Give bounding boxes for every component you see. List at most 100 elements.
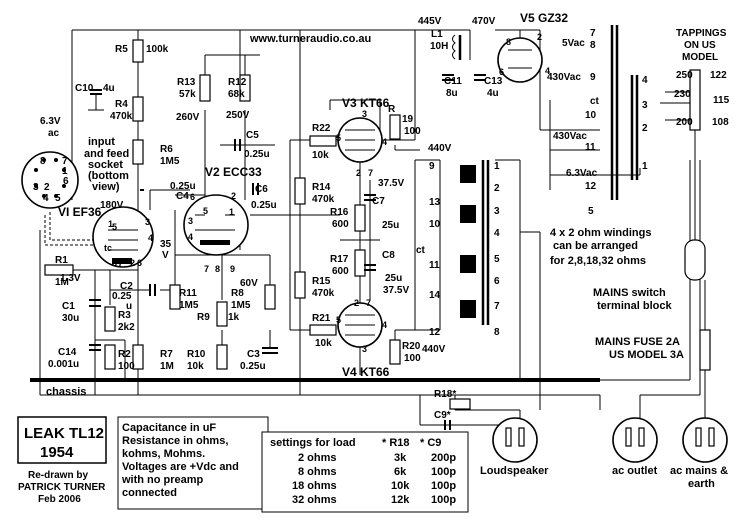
v4-pin-3: 3 bbox=[362, 344, 367, 354]
r17-value: 600 bbox=[332, 266, 349, 277]
r21-value: 10k bbox=[315, 338, 332, 349]
chassis-label: chassis bbox=[46, 386, 86, 398]
r11-value: 1M5 bbox=[179, 300, 199, 311]
c3-label: C3 bbox=[247, 349, 260, 360]
load-table-col-c: * C9 bbox=[420, 437, 441, 449]
r13-value: 57k bbox=[179, 89, 196, 100]
capacitor-c13 bbox=[474, 74, 486, 81]
credits-line-3: Feb 2006 bbox=[38, 494, 81, 505]
v2-pin-1: 1 bbox=[229, 207, 234, 217]
voltage-430vac-b: 430Vac bbox=[553, 131, 587, 142]
v5-label: V5 GZ32 bbox=[520, 11, 568, 25]
v2-pin-4: 4 bbox=[188, 232, 193, 242]
notes-box bbox=[117, 416, 269, 510]
v1-pin-5: 5 bbox=[112, 222, 117, 232]
resistor-r13 bbox=[199, 74, 211, 102]
c4-label: C4 bbox=[176, 191, 189, 202]
ot-secondary-6: 6 bbox=[494, 276, 500, 287]
v2-pin-8: 8 bbox=[215, 264, 220, 274]
pt-pin-2: 2 bbox=[642, 123, 648, 134]
load-row-1-c: 200p bbox=[431, 452, 456, 464]
v1-pin-3: 3 bbox=[145, 217, 150, 227]
v3-pin-3: 3 bbox=[362, 109, 367, 119]
notes-line-5: with no preamp bbox=[121, 474, 204, 486]
c14-label: C14 bbox=[58, 347, 77, 358]
pt-us-tap-122: 122 bbox=[710, 70, 727, 81]
r6-label: R6 bbox=[160, 144, 173, 155]
load-row-3-r: 10k bbox=[391, 480, 410, 492]
voltage-37p5-top: 37.5V bbox=[378, 178, 404, 189]
resistors bbox=[44, 39, 471, 410]
v2-pin-3: 3 bbox=[188, 216, 193, 226]
voltage-37p5-bottom: 37.5V bbox=[383, 285, 409, 296]
ot-primary-9: 9 bbox=[429, 161, 435, 172]
mains-switch bbox=[684, 239, 706, 281]
c11-label: C11 bbox=[444, 76, 462, 87]
voltage-180: 180V bbox=[100, 200, 124, 211]
resistor-r11 bbox=[169, 284, 181, 310]
mains-switch-label-2: terminal block bbox=[597, 300, 672, 312]
socket-pin-5: 5 bbox=[55, 193, 61, 204]
v1-pin-8: 8 bbox=[112, 258, 117, 268]
r21-label: R21 bbox=[312, 313, 331, 324]
mains-fuse-label-1: MAINS FUSE 2A bbox=[595, 336, 680, 348]
r5-label: R5 bbox=[115, 44, 128, 55]
voltage-5vac: 5Vac bbox=[562, 38, 585, 49]
v1-pin-7: 7 bbox=[118, 258, 123, 268]
socket-note-5: view) bbox=[92, 181, 120, 193]
v5-pin-8: 8 bbox=[506, 37, 511, 47]
tube-v2 bbox=[183, 194, 249, 256]
r7-label: R7 bbox=[160, 349, 173, 360]
tube-v5 bbox=[497, 37, 543, 83]
mains-switch-label-1: MAINS switch bbox=[593, 287, 666, 299]
pt-pin-3: 3 bbox=[642, 100, 648, 111]
r10-value: 10k bbox=[187, 361, 204, 372]
r3-value: 2k2 bbox=[118, 322, 135, 333]
ot-primary-10: 10 bbox=[429, 219, 441, 230]
pt-pin-12: 12 bbox=[585, 181, 597, 192]
c8-value: 25u bbox=[385, 273, 402, 284]
c2-label: C2 bbox=[120, 281, 133, 292]
load-row-1-r: 3k bbox=[394, 452, 407, 464]
r16-label: R16 bbox=[330, 207, 349, 218]
socket-pin-7: 7 bbox=[62, 156, 68, 167]
pt-ct: ct bbox=[590, 96, 600, 107]
v4-pin-7: 7 bbox=[366, 298, 371, 308]
load-row-4-load: 32 ohms bbox=[292, 494, 337, 506]
v1-pin-1: 1 bbox=[108, 219, 113, 229]
r5-value: 100k bbox=[146, 44, 169, 55]
c7-label: C7 bbox=[372, 196, 385, 207]
v4-label: V4 KT66 bbox=[342, 365, 390, 379]
socket-pin-3: 3 bbox=[33, 182, 39, 193]
v4-pin-2: 2 bbox=[354, 298, 359, 308]
pt-pin-7: 7 bbox=[590, 28, 596, 39]
resistor-r2 bbox=[104, 344, 116, 370]
ac-outlet-connector bbox=[612, 417, 658, 463]
voltage-440-top: 440V bbox=[428, 143, 452, 154]
pt-tap-250: 250 bbox=[676, 70, 693, 81]
inductor-value: 10H bbox=[430, 41, 448, 52]
voltage-430vac-a: 430Vac bbox=[547, 72, 581, 83]
pt-tap-200: 200 bbox=[676, 117, 693, 128]
load-table-col-r: * R18 bbox=[382, 437, 410, 449]
v1-pin-4: 4 bbox=[148, 233, 153, 243]
v1-label: VI EF36 bbox=[58, 205, 102, 219]
credits-line-2: PATRICK TURNER bbox=[18, 482, 106, 493]
r14-label: R14 bbox=[312, 182, 331, 193]
tube-v1 bbox=[92, 206, 154, 268]
resistor-r9 bbox=[216, 301, 228, 327]
ot-secondary-3: 3 bbox=[494, 206, 500, 217]
voltage-ac: ac bbox=[48, 128, 60, 139]
capacitor-c1 bbox=[89, 299, 101, 307]
v2-label: V2 ECC33 bbox=[205, 165, 262, 179]
load-table-box bbox=[261, 431, 469, 513]
r13-label: R13 bbox=[177, 77, 196, 88]
c9-label: C9* bbox=[434, 410, 451, 421]
r14-value: 470k bbox=[312, 194, 335, 205]
r19-number: 19 bbox=[402, 114, 414, 125]
capacitor-c6 bbox=[252, 183, 259, 195]
r20-label: R20 bbox=[402, 341, 421, 352]
r7-value: 1M bbox=[160, 361, 174, 372]
credits-line-1: Re-drawn by bbox=[28, 470, 88, 481]
